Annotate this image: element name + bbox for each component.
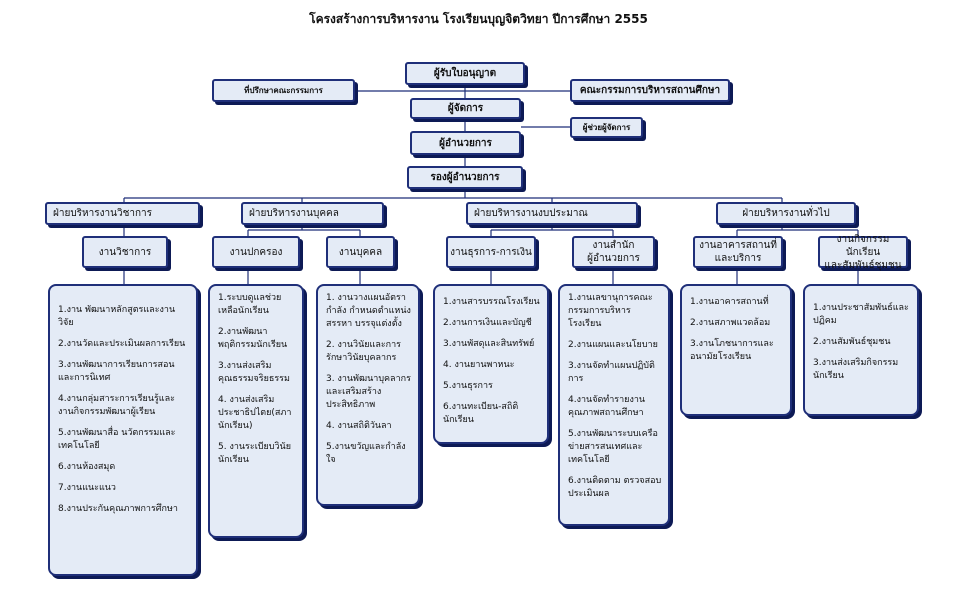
division-academic: ฝ่ายบริหารงานวิชาการ	[45, 202, 200, 225]
list-item: 2.งานวัดและประเมินผลการเรียน	[58, 339, 186, 349]
list-item: 3.งานส่งเสริมคุณธรรมจริยธรรม	[218, 361, 290, 384]
list-item: 5.งานขวัญและกำลังใจ	[326, 442, 406, 465]
list-buildings: 1.งานอาคารสถานที่ 2.งานสภาพแวดล้อม 3.งาน…	[680, 284, 792, 416]
list-item: 2.งานสัมพันธ์ชุมชน	[813, 337, 891, 347]
manager-box: ผู้จัดการ	[410, 98, 521, 119]
list-finance: 1.งานสารบรรณโรงเรียน 2.งานการเงินและบัญช…	[433, 284, 549, 444]
list-item: 4.งานกลุ่มสาระการเรียนรู้และงานกิจกรรมพั…	[58, 394, 175, 417]
list-item: 1.ระบบดูแลช่วยเหลือนักเรียน	[218, 293, 282, 316]
division-personnel: ฝ่ายบริหารงานบุคคล	[241, 202, 384, 225]
list-item: 5. งานระเบียบวินัยนักเรียน	[218, 442, 291, 465]
list-item: 1. งานวางแผนอัตรากำลัง กำหนดตำแหน่ง สรรห…	[326, 293, 411, 329]
board-box: คณะกรรมการบริหารสถานศึกษา	[570, 79, 730, 102]
director-box: ผู้อำนวยการ	[410, 131, 521, 155]
section-director-office: งานสำนัก ผู้อำนวยการ	[572, 236, 655, 268]
section-governance: งานปกครอง	[212, 236, 300, 268]
consultant-box: ที่ปรึกษาคณะกรรมการ	[212, 79, 355, 102]
list-item: 2.งานการเงินและบัญชี	[443, 318, 532, 328]
section-personnel-work: งานบุคคล	[326, 236, 395, 268]
section-student-activities: งานกิจกรรมนักเรียน และสัมพันธ์ชุมชน	[818, 234, 908, 271]
chart-title: โครงสร้างการบริหารงาน โรงเรียนบุญจิตวิทย…	[309, 12, 648, 26]
list-item: 2. งานวินัยและการรักษาวินัยบุคลากร	[326, 340, 402, 363]
list-item: 1.งานสารบรรณโรงเรียน	[443, 297, 540, 307]
list-item: 8.งานประกันคุณภาพการศึกษา	[58, 504, 178, 514]
list-item: 2.งานพัฒนาพฤติกรรมนักเรียน	[218, 327, 288, 350]
list-item: 5.งานพัฒนาระบบเครือข่ายสารสนเทศและเทคโนโ…	[568, 429, 658, 465]
list-item: 7.งานแนะแนว	[58, 483, 116, 493]
list-item: 3.งานจัดทำแผนปฏิบัติการ	[568, 361, 655, 384]
division-general: ฝ่ายบริหารงานทั่วไป	[716, 202, 856, 225]
list-item: 3.งานโภชนาการและอนามัยโรงเรียน	[690, 339, 774, 362]
section-academic-work: งานวิชาการ	[82, 236, 168, 268]
list-item: 4. งานส่งเสริมประชาธิปไตย(สภานักเรียน)	[218, 395, 292, 431]
list-item: 5.งานธุรการ	[443, 381, 493, 391]
list-item: 2.งานสภาพแวดล้อม	[690, 318, 771, 328]
list-item: 4. งานสถิติวันลา	[326, 421, 392, 431]
list-item: 1.งานเลขานุการคณะกรรมการบริหารโรงเรียน	[568, 293, 653, 329]
list-item: 2.งานแผนและนโยบาย	[568, 340, 658, 350]
list-item: 6.งานห้องสมุด	[58, 462, 116, 472]
assistant-manager-box: ผู้ช่วยผู้จัดการ	[570, 117, 643, 138]
list-personnel-work: 1. งานวางแผนอัตรากำลัง กำหนดตำแหน่ง สรรห…	[316, 284, 420, 506]
section-buildings: งานอาคารสถานที่ และบริการ	[693, 236, 783, 268]
list-item: 3.งานพัสดุและสินทรัพย์	[443, 339, 535, 349]
list-item: 6.งานติดตาม ตรวจสอบประเมินผล	[568, 476, 662, 499]
list-item: 3.งานพัฒนาการเรียนการสอน และการนิเทศ	[58, 360, 175, 383]
list-academic-work: 1.งาน พัฒนาหลักสูตรและงานวิจัย 2.งานวัดแ…	[48, 284, 198, 576]
list-item: 4.งานจัดทำรายงานคุณภาพสถานศึกษา	[568, 395, 646, 418]
list-item: 5.งานพัฒนาสื่อ นวัตกรรมและเทคโนโลยี	[58, 428, 176, 451]
licensee-box: ผู้รับใบอนุญาต	[405, 62, 525, 85]
deputy-director-box: รองผู้อำนวยการ	[407, 166, 523, 189]
list-item: 3.งานส่งเสริมกิจกรรมนักเรียน	[813, 358, 899, 381]
section-finance: งานธุรการ-การเงิน	[446, 236, 536, 268]
list-item: 1.งานประชาสัมพันธ์และปฏิคม	[813, 303, 909, 326]
list-item: 6.งานทะเบียน-สถิตินักเรียน	[443, 402, 519, 425]
list-governance: 1.ระบบดูแลช่วยเหลือนักเรียน 2.งานพัฒนาพฤ…	[208, 284, 304, 538]
list-item: 3. งานพัฒนาบุคลากรและเสริมสร้างประสิทธิภ…	[326, 374, 411, 410]
division-budget: ฝ่ายบริหารงานงบประมาณ	[466, 202, 638, 225]
list-item: 1.งานอาคารสถานที่	[690, 297, 769, 307]
list-director-office: 1.งานเลขานุการคณะกรรมการบริหารโรงเรียน 2…	[558, 284, 670, 526]
list-item: 4. งานยานพาหนะ	[443, 360, 515, 370]
list-student-activities: 1.งานประชาสัมพันธ์และปฏิคม 2.งานสัมพันธ์…	[803, 284, 919, 416]
list-item: 1.งาน พัฒนาหลักสูตรและงานวิจัย	[58, 305, 176, 328]
